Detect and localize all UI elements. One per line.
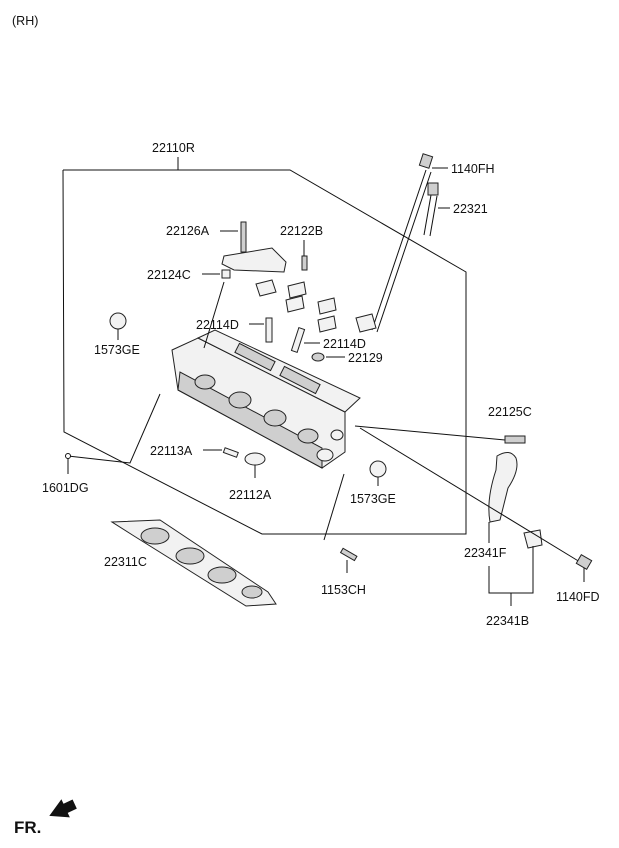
label-22113A: 22113A — [150, 444, 193, 458]
cam-cap-bracket — [221, 221, 287, 273]
label-22126A: 22126A — [166, 224, 210, 238]
assembly-boundary — [62, 169, 467, 535]
label-22122B: 22122B — [280, 224, 323, 238]
label-22114D-b: 22114D — [323, 337, 366, 351]
stud-22125C — [354, 425, 526, 444]
label-22311C: 22311C — [104, 555, 147, 569]
dowel-22114D-b — [290, 327, 306, 353]
leader-1601DG — [67, 393, 161, 464]
plug-1573GE-bottom — [369, 460, 387, 478]
cam-caps — [255, 279, 377, 333]
label-1573GE-bottom: 1573GE — [350, 492, 396, 506]
plug-1573GE-top — [109, 312, 127, 330]
label-1153CH: 1153CH — [321, 583, 366, 597]
leader-1153CH-up — [323, 473, 345, 541]
label-22321: 22321 — [453, 202, 488, 216]
dowel-1601DG — [65, 453, 71, 459]
label-22125C: 22125C — [488, 405, 532, 419]
label-22129: 22129 — [348, 351, 383, 365]
bolt-1140FH — [371, 153, 434, 333]
front-arrow-icon — [49, 799, 77, 818]
cylinder-head — [171, 329, 361, 469]
bolt-22321 — [423, 182, 439, 237]
label-22114D-a: 22114D — [196, 318, 239, 332]
bracket-22341F — [488, 452, 543, 549]
front-direction-label: FR. — [14, 818, 41, 837]
pin-22124C — [221, 269, 231, 279]
label-22341B: 22341B — [486, 614, 529, 628]
label-1140FH: 1140FH — [451, 162, 495, 176]
seal-22112A — [244, 452, 266, 466]
label-22110R: 22110R — [152, 141, 195, 155]
stud-1153CH — [339, 547, 358, 562]
label-22112A: 22112A — [229, 488, 272, 502]
label-1573GE-top: 1573GE — [94, 343, 140, 357]
part-22129 — [311, 352, 325, 362]
leader-1140FD — [359, 427, 581, 563]
pin-22113A — [222, 447, 239, 458]
label-22124C: 22124C — [147, 268, 191, 282]
dowel-22114D-a — [265, 317, 273, 343]
variant-label: (RH) — [12, 14, 38, 28]
bolt-22122B — [301, 255, 308, 271]
label-22341F: 22341F — [464, 546, 507, 560]
bolt-1140FD — [575, 553, 593, 571]
leader-22124C-down — [203, 281, 225, 349]
label-1140FD: 1140FD — [556, 590, 600, 604]
label-1601DG: 1601DG — [42, 481, 89, 495]
gasket-22311C — [110, 519, 277, 607]
